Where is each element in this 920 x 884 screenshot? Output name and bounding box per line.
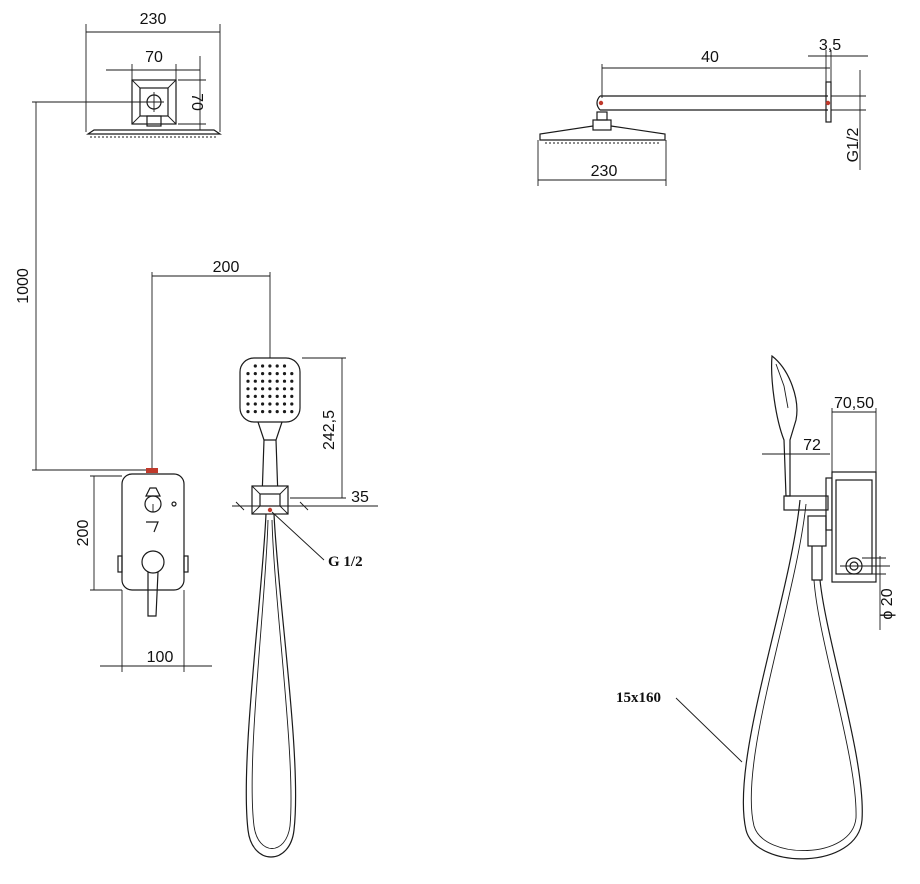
nozzle-dot bbox=[290, 394, 294, 398]
nozzle-dot bbox=[290, 372, 294, 376]
nozzle-dot bbox=[261, 394, 265, 398]
dim-height-to-mixer: 1000 bbox=[15, 268, 32, 304]
nozzle-dot bbox=[261, 402, 265, 406]
nozzle-dot bbox=[246, 379, 250, 383]
nozzle-dot bbox=[275, 372, 279, 376]
dim-top-mount-width: 70 bbox=[145, 49, 163, 66]
nozzle-dot bbox=[275, 394, 279, 398]
nozzle-dot bbox=[253, 410, 257, 414]
nozzle-dot bbox=[275, 402, 279, 406]
nozzle-dot bbox=[282, 402, 287, 406]
label-hose-size: 15x160 bbox=[616, 690, 661, 706]
dim-top-mount-height: 70 bbox=[188, 93, 205, 111]
nozzle-dot bbox=[246, 387, 250, 391]
nozzle-grid bbox=[246, 364, 294, 414]
nozzle-dot bbox=[282, 379, 287, 383]
nozzle-dot bbox=[253, 394, 257, 398]
nozzle-dot bbox=[282, 387, 287, 391]
mixer-front-view: 200 200 100 bbox=[75, 259, 271, 672]
nozzle-dot bbox=[268, 402, 272, 406]
nozzle-dot bbox=[246, 410, 250, 414]
dim-holder-depth: 35 bbox=[351, 489, 369, 506]
dim-side-head-width: 230 bbox=[591, 163, 618, 180]
nozzle-dot bbox=[275, 364, 279, 368]
nozzle-dot bbox=[268, 387, 272, 391]
nozzle-dot bbox=[282, 364, 287, 368]
nozzle-dot bbox=[268, 394, 272, 398]
nozzle-dot bbox=[261, 379, 265, 383]
nozzle-dot bbox=[290, 410, 294, 414]
nozzle-dot bbox=[261, 387, 265, 391]
nozzle-dot bbox=[261, 364, 265, 368]
overhead-head-side-view: 40 3,5 G1/2 230 bbox=[537, 37, 868, 186]
nozzle-dot bbox=[246, 402, 250, 406]
nozzle-dot bbox=[290, 387, 294, 391]
nozzle-dot bbox=[282, 410, 287, 414]
dim-top-head-width: 230 bbox=[140, 11, 167, 28]
mixer-side-view: 70,50 72 ϕ 20 15x160 bbox=[616, 354, 896, 860]
nozzle-dot bbox=[268, 372, 272, 376]
nozzle-dot bbox=[253, 402, 257, 406]
nozzle-dot bbox=[246, 372, 250, 376]
nozzle-dot bbox=[253, 379, 257, 383]
dim-mixer-to-holder: 200 bbox=[213, 259, 240, 276]
overhead-head-top-view: 230 70 70 1000 bbox=[15, 11, 222, 471]
nozzle-dot bbox=[268, 379, 272, 383]
nozzle-dot bbox=[261, 410, 265, 414]
dim-handle-offset: 72 bbox=[803, 437, 821, 454]
dim-flange-thickness: 3,5 bbox=[819, 37, 841, 54]
dim-outlet-diameter: ϕ 20 bbox=[879, 588, 896, 619]
dim-hand-shower-length: 242,5 bbox=[321, 410, 338, 450]
nozzle-dot bbox=[282, 394, 287, 398]
nozzle-dot bbox=[282, 372, 287, 376]
nozzle-dot bbox=[268, 410, 272, 414]
nozzle-dot bbox=[275, 387, 279, 391]
nozzle-dot bbox=[246, 394, 250, 398]
nozzle-dot bbox=[261, 372, 265, 376]
nozzle-dot bbox=[290, 402, 294, 406]
nozzle-dot bbox=[275, 410, 279, 414]
nozzle-dot bbox=[290, 379, 294, 383]
hand-shower-front-view: 242,5 35 G 1/2 bbox=[232, 357, 378, 858]
nozzle-dot bbox=[253, 387, 257, 391]
nozzle-dot bbox=[253, 364, 257, 368]
nozzle-dot bbox=[268, 364, 272, 368]
dim-mixer-height: 200 bbox=[75, 520, 92, 547]
dim-mixer-width: 100 bbox=[147, 649, 174, 666]
dim-head-arm-length: 40 bbox=[701, 49, 719, 66]
nozzle-dot bbox=[253, 372, 257, 376]
nozzle-dot bbox=[275, 379, 279, 383]
dim-thread: G1/2 bbox=[845, 128, 862, 163]
label-holder-thread: G 1/2 bbox=[328, 554, 363, 570]
dim-box-depth: 70,50 bbox=[834, 395, 874, 412]
